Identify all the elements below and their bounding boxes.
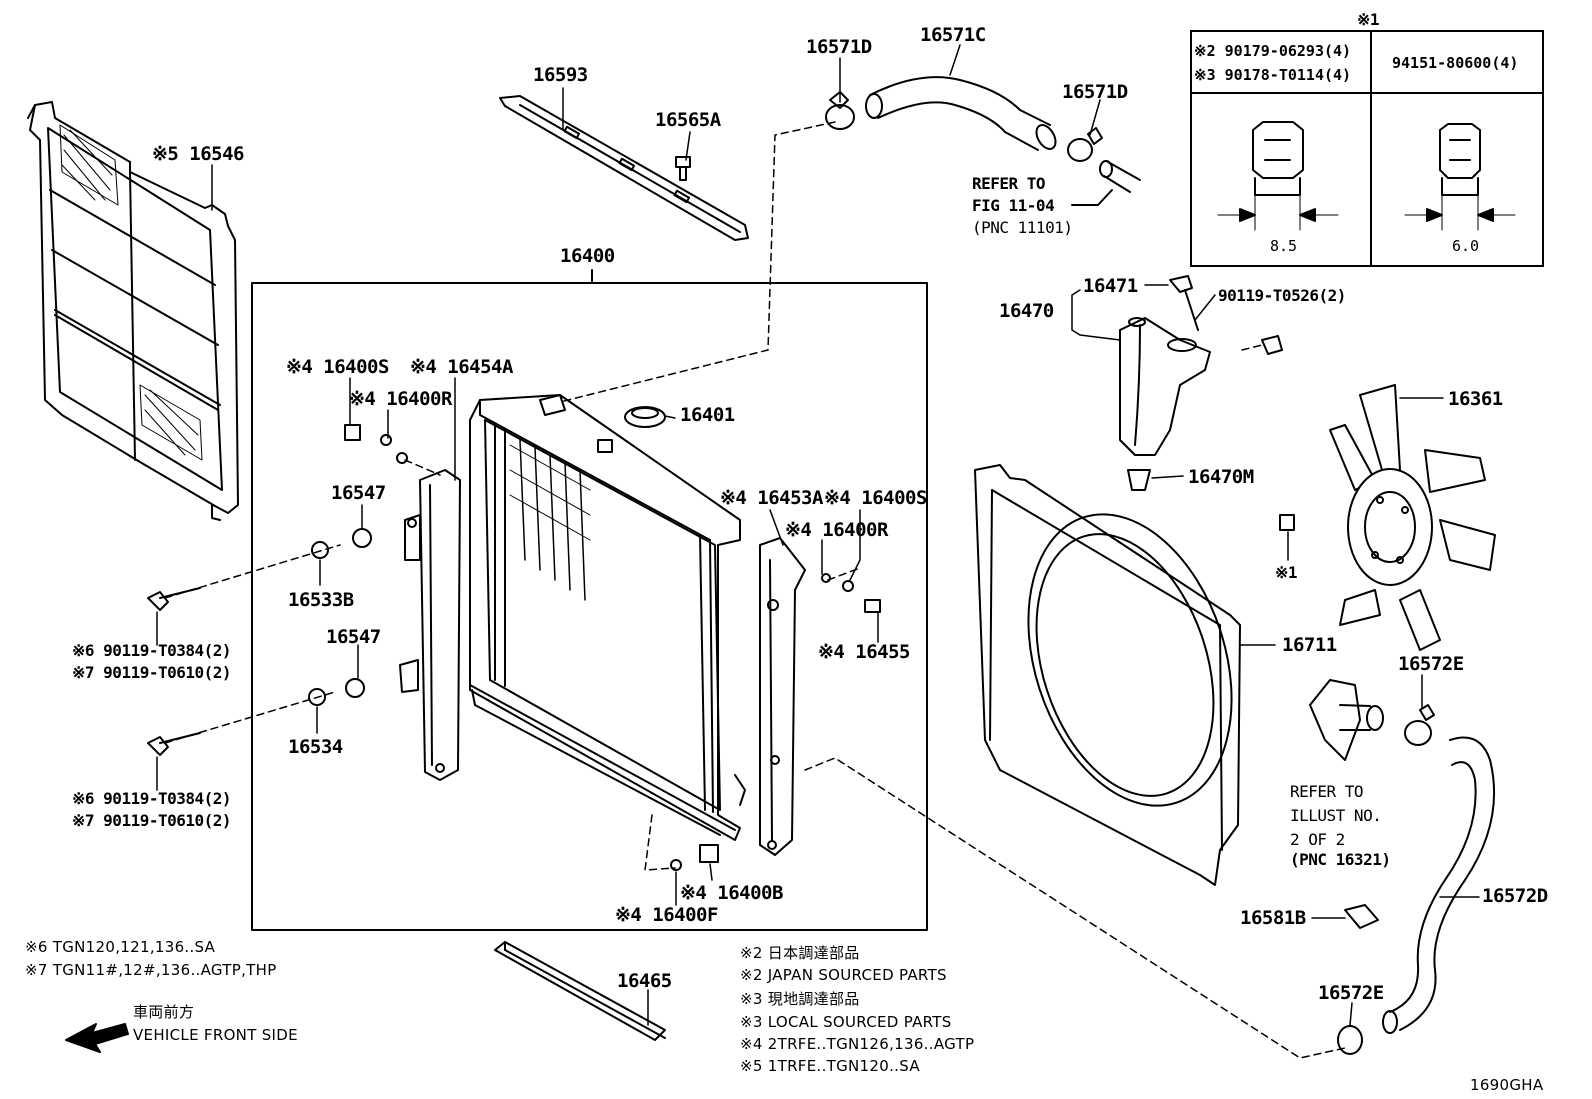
label-16547-b: 16547 — [326, 626, 381, 648]
note-bottom-4: ※3 LOCAL SOURCED PARTS — [740, 1013, 952, 1031]
shroud-16711 — [974, 464, 1241, 886]
clamp-16571D-b — [1067, 127, 1103, 162]
label-16453A: ※4 16453A — [720, 487, 823, 509]
clamp-16572E-b — [1337, 1025, 1363, 1055]
water-outlet — [1309, 679, 1384, 761]
label-16534: 16534 — [288, 736, 343, 758]
note-bottom-1: ※2 日本調達部品 — [740, 944, 860, 962]
leader-refer-fig — [1071, 189, 1113, 206]
label-mark1: ※1 — [1275, 563, 1298, 582]
label-16471: 16471 — [1083, 275, 1138, 297]
label-16400S-b: ※4 16400S — [824, 487, 927, 509]
refer-fig-line1: REFER TO — [972, 174, 1046, 193]
label-16454A: ※4 16454A — [410, 356, 513, 378]
label-bolt-a-1: ※6 90119-T0384(2) — [72, 641, 232, 660]
bracket-16593 — [499, 95, 749, 241]
table-header-mark: ※1 — [1357, 10, 1380, 29]
note-bottom-3: ※3 現地調達部品 — [740, 990, 860, 1008]
refer-illust-line3: 2 OF 2 — [1290, 830, 1345, 849]
assembly-box-16400 — [251, 282, 928, 931]
hose-16572D — [1382, 736, 1496, 1034]
dashed-connectors — [164, 121, 1346, 1059]
note-bottom-5: ※4 2TRFE..TGN126,136..AGTP — [740, 1035, 975, 1053]
label-16400R-b: ※4 16400R — [785, 519, 888, 541]
pipe-stub — [1099, 160, 1141, 193]
note-bottom-6: ※5 1TRFE..TGN120..SA — [740, 1057, 920, 1075]
label-16572E-b: 16572E — [1318, 982, 1384, 1004]
table-left-head-1: ※2 90179-06293(4) — [1194, 42, 1352, 60]
table-drawings — [1217, 121, 1516, 231]
refer-illust-line2: ILLUST NO. — [1290, 806, 1382, 825]
radiator-cap-16401 — [624, 406, 666, 428]
fastener-table: ※2 90179-06293(4) ※3 90178-T0114(4) 9415… — [1190, 30, 1544, 267]
table-left-head-2: ※3 90178-T0114(4) — [1194, 66, 1352, 84]
clamp-16571D-a — [825, 91, 855, 130]
fan-16361 — [1279, 384, 1496, 651]
note-6: ※6 TGN120,121,136..SA — [25, 938, 216, 956]
refer-illust-line1: REFER TO — [1290, 782, 1364, 801]
table-left-dim: 8.5 — [1270, 237, 1298, 255]
label-16400S-a: ※4 16400S — [286, 356, 389, 378]
label-16401: 16401 — [680, 404, 735, 426]
label-16593: 16593 — [533, 64, 588, 86]
label-16581B: 16581B — [1240, 907, 1306, 929]
label-16465: 16465 — [617, 970, 672, 992]
radiator-core — [469, 394, 746, 841]
label-16400F: ※4 16400F — [615, 904, 718, 926]
side-bracket-16454A — [399, 469, 461, 781]
side-bracket-16453A — [759, 537, 806, 856]
reservoir-16470 — [1119, 275, 1211, 456]
label-90119-T0526: 90119-T0526(2) — [1218, 286, 1346, 305]
leader-lines — [156, 44, 1480, 1026]
label-16571D-b: 16571D — [1062, 81, 1128, 103]
label-16572D: 16572D — [1482, 885, 1548, 907]
label-16470: 16470 — [999, 300, 1054, 322]
table-right-dim: 6.0 — [1452, 237, 1480, 255]
note-bottom-2: ※2 JAPAN SOURCED PARTS — [740, 966, 947, 984]
label-16533B: 16533B — [288, 589, 354, 611]
figure-code: 1690GHA — [1470, 1076, 1544, 1094]
refer-illust-line4: (PNC 16321) — [1290, 850, 1391, 869]
cap-16470M — [1127, 469, 1151, 491]
label-bolt-b-2: ※7 90119-T0610(2) — [72, 811, 232, 830]
bolt-90119-T0526 — [1261, 335, 1283, 355]
label-bolt-b-1: ※6 90119-T0384(2) — [72, 789, 232, 808]
note-7: ※7 TGN11#,12#,136..AGTP,THP — [25, 961, 277, 979]
label-16400: 16400 — [560, 245, 615, 267]
hose-16571C — [865, 76, 1057, 151]
clamp-16581B — [1344, 904, 1379, 929]
label-16400R-a: ※4 16400R — [349, 388, 452, 410]
label-16547-a: 16547 — [331, 482, 386, 504]
label-bolt-a-2: ※7 90119-T0610(2) — [72, 663, 232, 682]
front-label-jp: 車両前方 — [133, 1003, 195, 1021]
label-16455: ※4 16455 — [818, 641, 911, 663]
label-16571D-a: 16571D — [806, 36, 872, 58]
label-16361: 16361 — [1448, 388, 1503, 410]
front-arrow-icon — [65, 1023, 129, 1053]
clip-16565A — [675, 156, 691, 181]
seal-16465 — [494, 941, 666, 1041]
label-16470M: 16470M — [1188, 466, 1254, 488]
table-right-head: 94151-80600(4) — [1392, 54, 1519, 72]
label-16565A: 16565A — [655, 109, 721, 131]
label-16571C: 16571C — [920, 24, 986, 46]
clamp-16572E-a — [1404, 704, 1435, 746]
refer-fig-line3: (PNC 11101) — [972, 218, 1073, 237]
label-16400B: ※4 16400B — [680, 882, 783, 904]
front-label-en: VEHICLE FRONT SIDE — [133, 1026, 298, 1044]
refer-fig-line2: FIG 11-04 — [972, 196, 1055, 215]
label-16546: ※5 16546 — [152, 143, 245, 165]
label-16711: 16711 — [1282, 634, 1337, 656]
label-16572E-a: 16572E — [1398, 653, 1464, 675]
grille-16546 — [27, 101, 239, 521]
